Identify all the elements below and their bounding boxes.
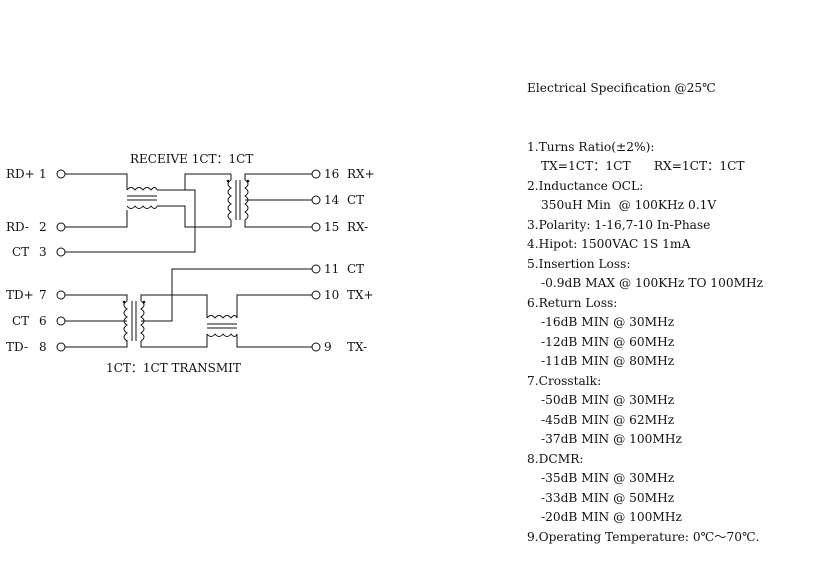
spec-item-label: 3.Polarity: 1-16,7-10 In-Phase [527, 217, 711, 232]
tx-isolation-transformer [123, 300, 128, 342]
spec-item-value: -50dB MIN @ 30MHz [541, 393, 675, 407]
transformer-schematic: RECEIVE 1CT：1CT 1CT：1CT TRANSMIT RD+ 1 R… [6, 152, 375, 375]
pin-num-7: 7 [39, 288, 47, 302]
left-pin-labels: RD+ 1 RD- 2 CT 3 TD+ 7 CT 6 TD- 8 [6, 167, 47, 354]
pin-num-6: 6 [39, 314, 47, 328]
spec-item-value: -16dB MIN @ 30MHz [541, 315, 675, 329]
transmit-label: 1CT：1CT TRANSMIT [106, 361, 241, 375]
pin-label-rx-plus: RX+ [347, 167, 375, 181]
pin-num-11: 11 [324, 262, 339, 276]
spec-items: 1.Turns Ratio(±2%): TX=1CT：1CT RX=1CT：1CT… [527, 138, 817, 548]
pin-label-ct-6: CT [12, 314, 29, 328]
pin-num-3: 3 [39, 245, 47, 259]
pin-num-8: 8 [39, 340, 47, 354]
receive-label: RECEIVE 1CT：1CT [130, 152, 253, 166]
spec-item-value: 350uH Min @ 100KHz 0.1V [541, 198, 717, 212]
pin-num-14: 14 [324, 193, 340, 207]
spec-item-value: -45dB MIN @ 62MHz [541, 412, 675, 427]
spec-item-label: 2.Inductance OCL: [527, 178, 644, 193]
pin-num-9: 9 [324, 340, 332, 354]
pin-label-td-plus: TD+ [6, 288, 34, 302]
pin-num-2: 2 [39, 220, 47, 234]
right-pin-labels: 16 RX+ 14 CT 15 RX- 11 CT 10 TX+ 9 TX- [324, 167, 375, 354]
pin-num-1: 1 [39, 167, 47, 181]
spec-item-value: -20dB MIN @ 100MHz [541, 510, 682, 524]
pin-label-tx-minus: TX- [347, 340, 367, 354]
spec-item-value: -12dB MIN @ 60MHz [541, 334, 675, 349]
rx-common-mode-choke [126, 187, 158, 191]
pin-label-tx-plus: TX+ [347, 288, 374, 302]
spec-item-label: 6.Return Loss: [527, 295, 618, 310]
pin-label-ct-11: CT [347, 262, 364, 276]
pin-label-td-minus: TD- [6, 340, 28, 354]
spec-item-value: -0.9dB MAX @ 100KHz TO 100MHz [541, 276, 764, 290]
spec-item-value: -35dB MIN @ 30MHz [541, 471, 675, 485]
spec-item-label: 4.Hipot: 1500VAC 1S 1mA [527, 237, 691, 251]
transmit-circuit [65, 268, 312, 348]
pin-num-10: 10 [324, 288, 339, 302]
spec-title: Electrical Specification @25℃ [527, 81, 716, 95]
spec-item-value: -33dB MIN @ 50MHz [541, 490, 675, 505]
pin-num-15: 15 [324, 220, 339, 234]
spec-item-value: TX=1CT：1CT RX=1CT：1CT [541, 159, 745, 173]
spec-item-value: -37dB MIN @ 100MHz [541, 432, 682, 446]
spec-item-label: 9.Operating Temperature: 0℃～70℃. [527, 529, 760, 544]
pin-label-ct-3: CT [12, 245, 29, 259]
receive-circuit [65, 173, 312, 253]
rx-isolation-transformer [227, 179, 232, 221]
spec-item-label: 7.Crosstalk: [527, 373, 602, 388]
tx-common-mode-choke [206, 315, 238, 319]
terminal-circles [56, 169, 321, 352]
pin-label-rd-plus: RD+ [6, 167, 35, 181]
spec-item-label: 5.Insertion Loss: [527, 256, 631, 271]
electrical-specification: Electrical Specification @25℃ 1.Turns Ra… [527, 40, 817, 567]
pin-num-16: 16 [324, 167, 339, 181]
spec-item-value: -11dB MIN @ 80MHz [541, 354, 675, 368]
pin-label-ct-14: CT [347, 193, 364, 207]
spec-item-label: 1.Turns Ratio(±2%): [527, 139, 655, 154]
spec-item-label: 8.DCMR: [527, 451, 584, 466]
pin-label-rd-minus: RD- [6, 220, 29, 234]
pin-label-rx-minus: RX- [347, 220, 368, 234]
